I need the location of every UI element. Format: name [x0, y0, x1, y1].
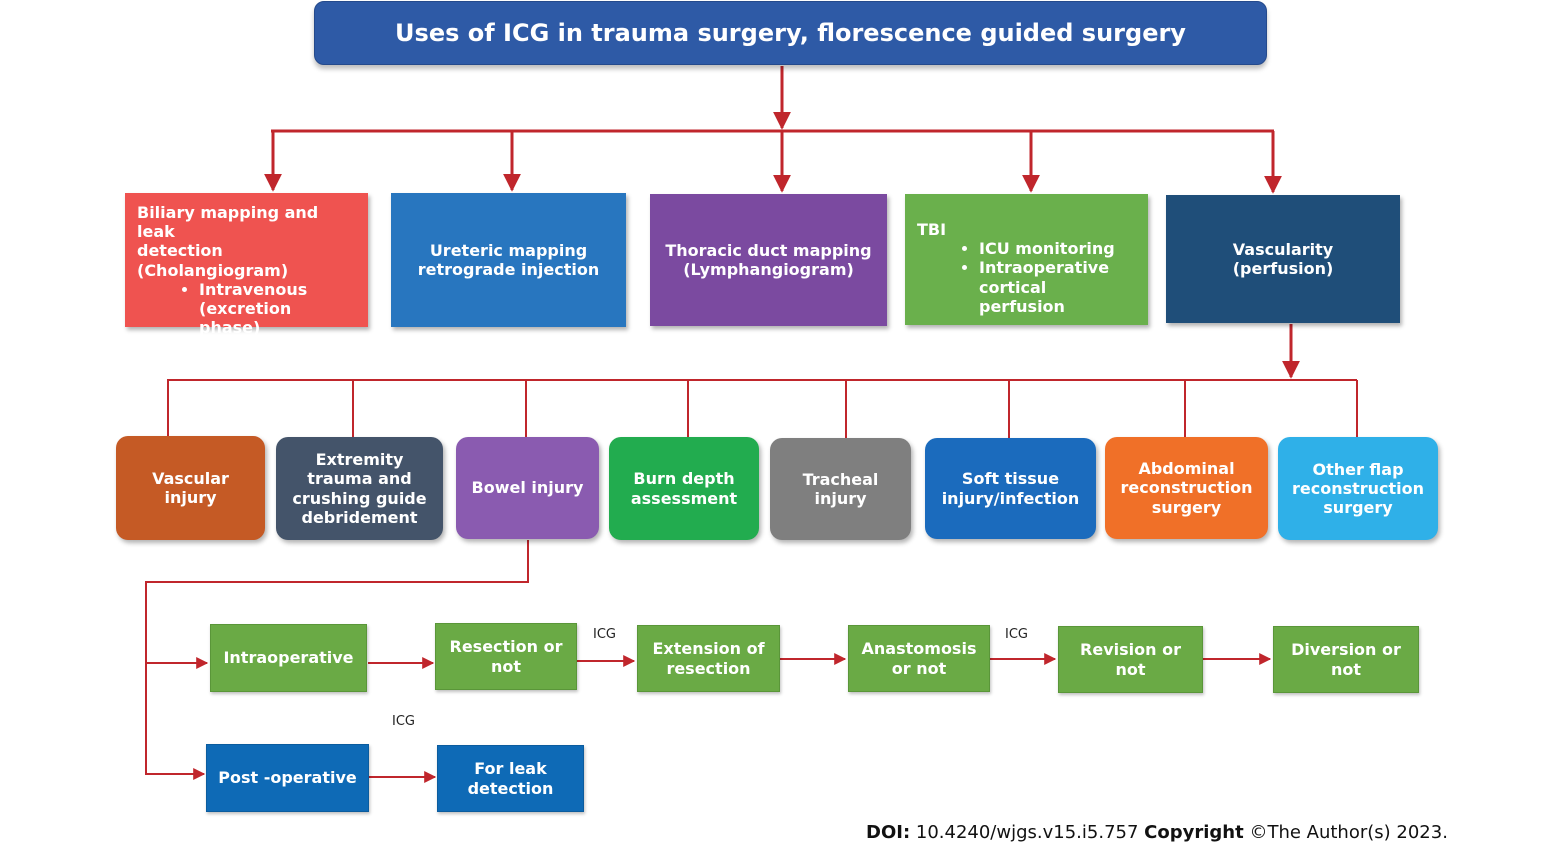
diagram-title: Uses of ICG in trauma surgery, florescen…: [314, 1, 1267, 65]
vascular-injury-line-1: Vascular: [152, 468, 229, 488]
copyright-text: ©The Author(s) 2023.: [1249, 822, 1448, 843]
burn-line-2: assessment: [630, 488, 738, 508]
extremity-line-2: trauma and: [307, 469, 412, 489]
resection-line-2: not: [490, 656, 522, 676]
revision-line-2: not: [1115, 659, 1146, 679]
extension-line-1: Extension of: [652, 639, 765, 659]
ureteric-mapping-box: Ureteric mapping retrograde injection: [391, 193, 626, 327]
other-flap-line-2: reconstruction: [1291, 478, 1425, 498]
diversion-line-2: not: [1330, 659, 1362, 679]
vascular-injury-line-2: injury: [164, 488, 217, 507]
soft-tissue-box: Soft tissue injury/infection: [925, 438, 1096, 539]
burn-line-1: Burn depth: [633, 469, 735, 489]
tbi-title: TBI: [917, 220, 947, 239]
vascular-injury-box: Vascular injury: [116, 436, 265, 540]
bowel-injury-box: Bowel injury: [456, 437, 599, 539]
icg-label-resection: ICG: [593, 627, 616, 642]
soft-tissue-line-1: Soft tissue: [961, 469, 1060, 489]
thoracic-duct-box: Thoracic duct mapping (Lymphangiogram): [650, 194, 887, 326]
tbi-bullet-cortical: Intraoperative cortical perfusion: [979, 258, 1136, 316]
extremity-line-1: Extremity: [315, 450, 404, 470]
extension-line-2: resection: [666, 658, 751, 678]
vascularity-line-2: (perfusion): [1232, 259, 1334, 278]
doi-value: 10.4240/wjgs.v15.i5.757: [915, 822, 1139, 843]
diversion-line-1: Diversion or: [1291, 640, 1401, 660]
copyright-label: Copyright: [1144, 822, 1244, 843]
abdominal-line-2: reconstruction: [1120, 478, 1253, 498]
doi-footer: DOI: 10.4240/wjgs.v15.i5.757 Copyright ©…: [866, 822, 1448, 843]
tbi-bullet-icu: ICU monitoring: [979, 239, 1136, 258]
biliary-line-3: (Cholangiogram): [137, 260, 289, 280]
ureteric-line-1: Ureteric mapping: [429, 240, 588, 260]
thoracic-line-1: Thoracic duct mapping: [665, 240, 872, 260]
tracheal-injury-box: Tracheal injury: [770, 438, 911, 540]
leak-line-2: detection: [467, 778, 554, 798]
abdominal-reconstruction-box: Abdominal reconstruction surgery: [1105, 437, 1268, 539]
other-flap-line-1: Other flap: [1312, 459, 1404, 479]
tracheal-line-2: injury: [814, 489, 867, 508]
revision-box: Revision or not: [1058, 626, 1203, 693]
other-flap-line-3: surgery: [1323, 498, 1393, 518]
extremity-line-3: crushing guide: [292, 488, 427, 508]
icg-label-postoperative: ICG: [392, 714, 415, 729]
resection-box: Resection or not: [435, 623, 577, 690]
abdominal-line-3: surgery: [1151, 497, 1222, 517]
other-flap-box: Other flap reconstruction surgery: [1278, 437, 1438, 540]
biliary-line-1: Biliary mapping and leak: [137, 203, 319, 242]
thoracic-line-2: (Lymphangiogram): [683, 260, 854, 279]
vascularity-box: Vascularity (perfusion): [1166, 195, 1400, 323]
intraoperative-box: Intraoperative: [210, 624, 367, 692]
postoperative-label: Post -operative: [218, 768, 357, 788]
doi-label: DOI:: [866, 822, 911, 843]
anastomosis-line-2: or not: [891, 658, 947, 678]
bowel-injury-label: Bowel injury: [471, 478, 584, 498]
biliary-mapping-box: Biliary mapping and leak detection (Chol…: [125, 193, 368, 356]
extremity-trauma-box: Extremity trauma and crushing guide debr…: [276, 437, 443, 540]
biliary-bullet-trans-bladder: Trans-bladder: [199, 337, 356, 356]
leak-detection-box: For leak detection: [437, 745, 584, 812]
revision-line-1: Revision or: [1080, 640, 1181, 660]
extension-box: Extension of resection: [637, 625, 780, 692]
soft-tissue-line-2: injury/infection: [941, 488, 1080, 508]
leak-line-1: For leak: [474, 759, 547, 779]
ureteric-line-2: retrograde injection: [417, 260, 600, 279]
biliary-bullet-intravenous: Intravenous (excretion phase): [199, 280, 356, 338]
abdominal-line-1: Abdominal: [1138, 459, 1235, 479]
intraoperative-label: Intraoperative: [223, 648, 354, 668]
biliary-line-2: detection: [137, 241, 223, 261]
icg-label-anastomosis: ICG: [1005, 627, 1028, 642]
diversion-box: Diversion or not: [1273, 626, 1419, 693]
extremity-line-4: debridement: [301, 507, 418, 527]
anastomosis-box: Anastomosis or not: [848, 625, 990, 692]
tracheal-line-1: Tracheal: [802, 469, 879, 489]
anastomosis-line-1: Anastomosis: [861, 639, 977, 659]
resection-line-1: Resection or: [449, 637, 563, 657]
vascularity-line-1: Vascularity: [1232, 239, 1334, 259]
burn-depth-box: Burn depth assessment: [609, 437, 759, 540]
tbi-box: TBI ICU monitoring Intraoperative cortic…: [905, 194, 1148, 325]
bowel-to-flow: [145, 540, 529, 780]
postoperative-box: Post -operative: [206, 744, 369, 812]
